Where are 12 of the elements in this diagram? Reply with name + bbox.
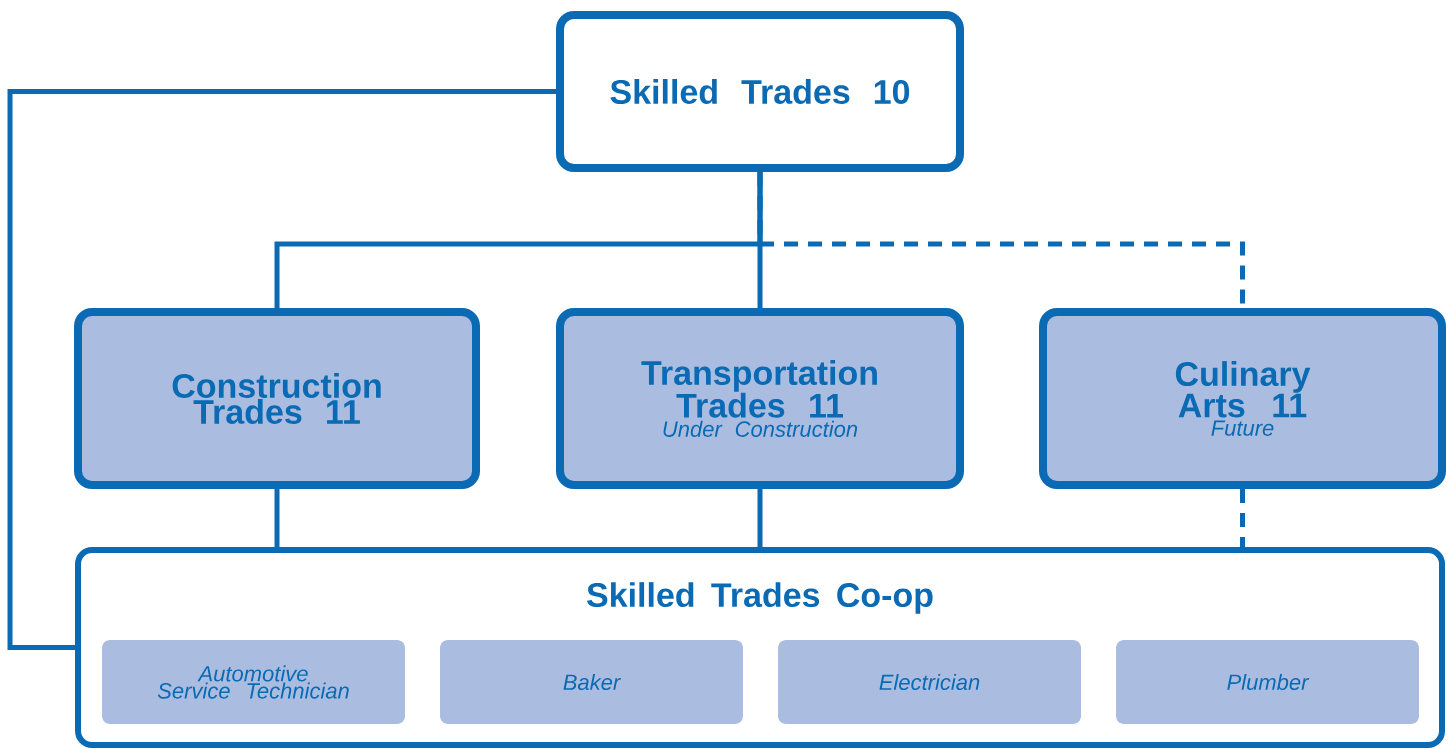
connector bbox=[274, 489, 280, 547]
course-box: Transportation Trades 11 Under Construction bbox=[556, 308, 964, 489]
trade-box: Plumber bbox=[1116, 640, 1419, 724]
connector bbox=[757, 489, 763, 547]
course-box: Skilled Trades 10 bbox=[556, 11, 964, 172]
dashed-connector bbox=[1240, 489, 1245, 547]
trade-box: Electrician bbox=[778, 640, 1081, 724]
course-box: Culinary Arts 11 Future bbox=[1039, 308, 1446, 489]
trade-box: Automotive Service Technician bbox=[102, 640, 405, 724]
course-box: Construction Trades 11 bbox=[74, 308, 480, 489]
trade-box: Baker bbox=[440, 640, 743, 724]
connector bbox=[7, 89, 556, 650]
